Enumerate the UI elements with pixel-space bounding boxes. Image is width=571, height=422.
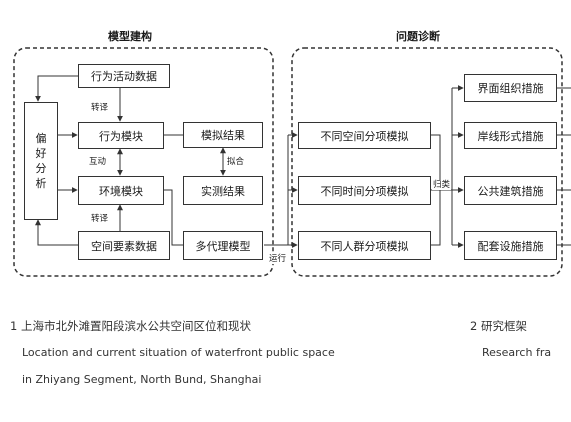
behavior-module-box: 行为模块	[78, 122, 164, 149]
preference-char: 分	[35, 162, 47, 175]
public-building-measure-box: 公共建筑措施	[464, 176, 557, 205]
multi-agent-model-box: 多代理模型	[183, 231, 263, 260]
problem-diagnosis-frame	[291, 47, 563, 277]
shoreline-measure-box: 岸线形式措施	[464, 122, 557, 149]
figure1-caption-cn: 1 上海市北外滩置阳段滨水公共空间区位和现状	[10, 319, 251, 333]
model-construction-title: 模型建构	[108, 30, 152, 43]
figure2-caption-en: Research fra	[482, 346, 552, 359]
figure1-caption-en-line2: in Zhiyang Segment, North Bund, Shanghai	[22, 373, 262, 386]
line-env-to-multiagent	[164, 189, 183, 246]
measured-result-box: 实测结果	[183, 176, 263, 205]
arrow-spatial-to-preference	[35, 219, 78, 246]
figure2-caption-cn: 2 研究框架	[470, 319, 527, 333]
facility-measure-box: 配套设施措施	[464, 231, 557, 260]
convert-label-top: 转译	[90, 103, 110, 113]
simulation-result-box: 模拟结果	[183, 122, 263, 148]
behavior-data-box: 行为活动数据	[78, 64, 170, 88]
interact-label: 互动	[88, 157, 108, 167]
summarize-label: 归类	[432, 180, 452, 190]
spatial-data-box: 空间要素数据	[78, 231, 170, 260]
interface-measure-box: 界面组织措施	[464, 74, 557, 102]
environment-module-box: 环境模块	[78, 176, 164, 205]
preference-analysis-box: 偏 好 分 析	[24, 102, 58, 220]
convert-label-bottom: 转译	[90, 214, 110, 224]
preference-char: 好	[35, 147, 47, 160]
run-label: 运行	[268, 254, 288, 264]
preference-char: 偏	[35, 132, 47, 145]
fit-label: 拟合	[226, 157, 246, 167]
arrow-data-to-preference	[35, 75, 78, 102]
preference-char: 析	[35, 177, 47, 190]
time-simulation-box: 不同时间分项模拟	[298, 176, 431, 205]
problem-diagnosis-title: 问题诊断	[396, 30, 440, 43]
crowd-simulation-box: 不同人群分项模拟	[298, 231, 431, 260]
space-simulation-box: 不同空间分项模拟	[298, 122, 431, 149]
figure1-caption-en-line1: Location and current situation of waterf…	[22, 346, 335, 359]
